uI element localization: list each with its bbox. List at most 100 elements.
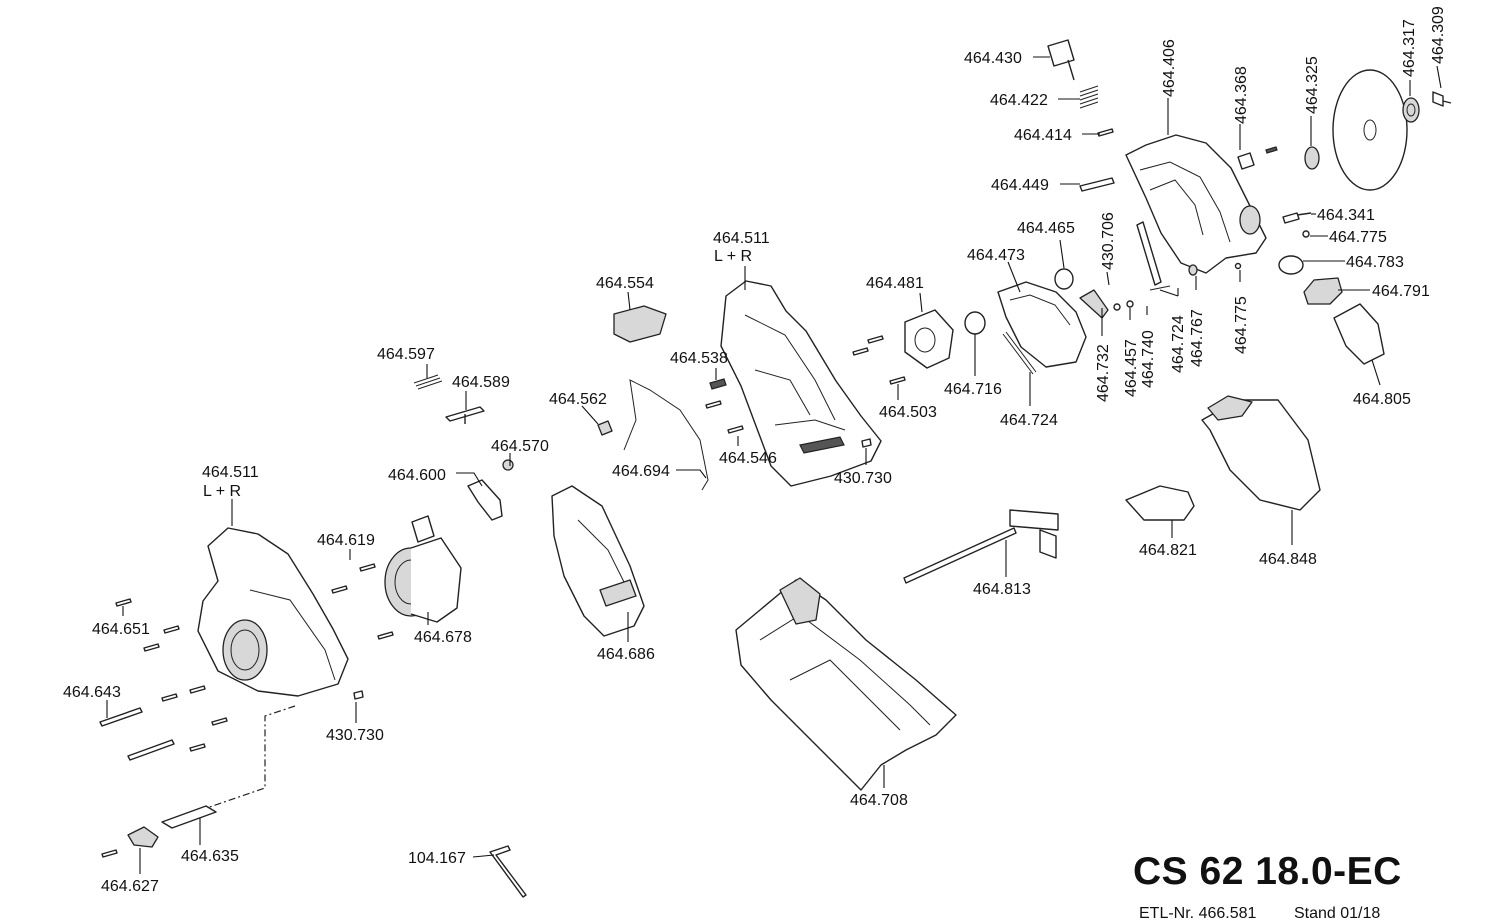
trigger-spring [502,459,514,471]
part-label: 464.309 [1430,6,1447,64]
part-label-sub: L + R [714,248,752,265]
o-ring [1278,255,1304,275]
part-label: 464.570 [491,438,549,455]
part-label: 464.473 [967,247,1025,264]
axle-pin [1079,177,1115,192]
retaining-ring [964,311,986,335]
part-label: 464.775 [1329,229,1387,246]
part-label: 464.619 [317,532,375,549]
part-label: 464.740 [1140,330,1157,388]
part-label: 464.686 [597,646,655,663]
part-label: 464.317 [1401,19,1418,77]
part-label: 464.678 [414,629,472,646]
extraction-nozzle [1333,303,1385,365]
part-label: 464.767 [1189,309,1206,367]
part-label: 430.730 [326,727,384,744]
part-label: 464.651 [92,621,150,638]
part-label: 464.457 [1123,339,1140,397]
part-label: 430.730 [834,470,892,487]
led-block [597,420,613,436]
upper-blade-guard [1125,134,1267,274]
part-label: 464.546 [719,450,777,467]
spring [1079,85,1099,109]
part-label: 464.716 [944,381,1002,398]
electronics-module [551,485,645,637]
part-label: 464.589 [452,374,510,391]
saw-blade [1332,69,1408,191]
part-label: 464.848 [1259,551,1317,568]
part-label: 464.430 [964,50,1022,67]
cutting-guide [1125,485,1195,521]
part-labels: 464.430 464.422 464.414 464.449 464.406 … [63,6,1447,895]
part-label: 430.706 [1100,212,1117,270]
trigger [467,479,503,521]
long-screw-2 [127,739,175,761]
extraction-adapter-ring [1303,277,1343,305]
part-label: 464.821 [1139,542,1197,559]
hex-key [489,845,527,898]
part-label: 464.708 [850,792,908,809]
outer-flange [1402,97,1420,123]
parallel-guide [903,527,1017,584]
o-ring-2 [1054,268,1074,290]
gear-housing [904,309,954,369]
part-label: 464.775 [1233,296,1250,354]
battery-pack [1201,399,1321,511]
lower-blade-guard [997,281,1087,368]
housing-half-right [720,280,882,487]
pin [1097,128,1114,137]
guard-lever [1079,289,1109,319]
model-title: CS 62 18.0-EC [1133,850,1402,893]
part-label: 464.635 [181,848,239,865]
part-label: 464.813 [973,581,1031,598]
part-label: 464.368 [1233,66,1250,124]
motor-stator [410,537,462,623]
part-label: 464.511 [202,464,259,481]
alignment-line [194,705,296,813]
part-label: 464.465 [1017,220,1075,237]
part-label: 464.694 [612,463,670,480]
part-label: 464.538 [670,350,728,367]
switch-cable [623,379,709,491]
part-label: 464.414 [1014,127,1072,144]
part-label: 464.724 [1000,412,1058,429]
handle-cover [613,305,667,343]
long-screw-1 [99,707,143,727]
switch-lock [709,378,727,390]
part-label: 464.600 [388,467,446,484]
part-label-sub: L + R [203,483,241,500]
part-drawings [99,39,1452,898]
housing-half-left [197,527,349,697]
revision-date: Stand 01/18 [1294,905,1381,922]
part-label: 464.783 [1346,254,1404,271]
spindle-lock-button [1047,39,1075,81]
base-plate [735,579,957,791]
screws-left [115,598,228,752]
etl-number: ETL-Nr. 466.581 [1139,905,1257,922]
trigger-pin [413,374,443,390]
inner-flange [1304,146,1320,170]
part-label: 464.597 [377,346,435,363]
part-label: 104.167 [408,850,466,867]
part-label: 464.406 [1161,39,1178,97]
riving-knife [1136,221,1162,286]
part-label: 464.643 [63,684,121,701]
blade-bolt [1432,91,1452,107]
battery-latch [127,826,159,848]
part-label: 464.732 [1095,344,1112,402]
part-label: 464.562 [549,391,607,408]
bushing [1237,152,1255,170]
part-label: 464.503 [879,404,937,421]
part-label: 464.481 [866,275,924,292]
part-label: 464.554 [596,275,654,292]
part-label: 464.627 [101,878,159,895]
part-label: 464.724 [1170,315,1187,373]
part-label: 464.422 [990,92,1048,109]
guard-spring [1002,331,1037,375]
trigger-lever [445,406,485,424]
part-label: 464.325 [1304,56,1321,114]
part-label: 464.341 [1317,207,1375,224]
part-label: 464.791 [1372,283,1430,300]
part-label: 464.805 [1353,391,1411,408]
